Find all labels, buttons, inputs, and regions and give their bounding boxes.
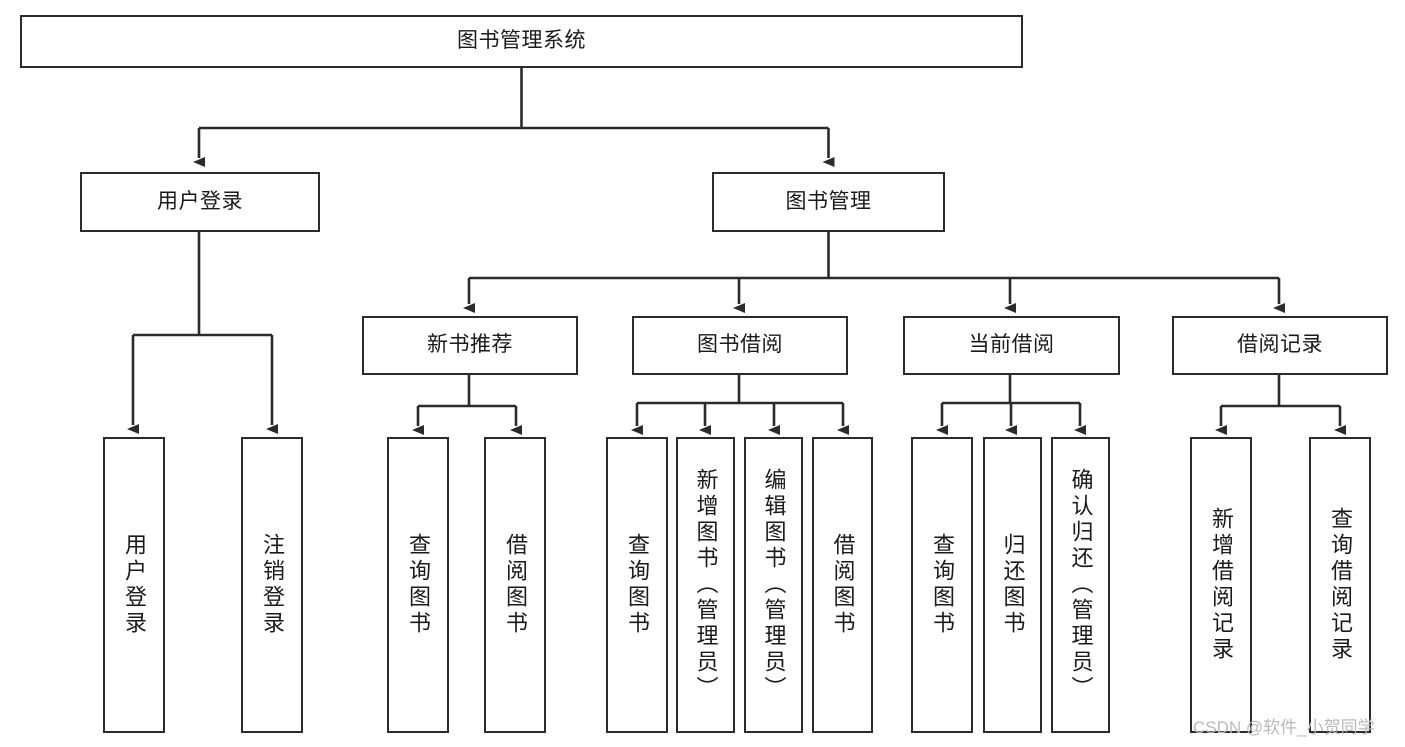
node-leaf-borrow-book-2[interactable]: 借阅图书 <box>812 437 873 733</box>
node-leaf-confirm-return-label: 确认归还（管理员） <box>1068 468 1094 702</box>
node-leaf-query-book-1[interactable]: 查询图书 <box>387 437 449 733</box>
node-leaf-query-book-3[interactable]: 查询图书 <box>911 437 973 733</box>
node-user-login-label: 用户登录 <box>157 189 243 213</box>
node-borrow-record[interactable]: 借阅记录 <box>1172 316 1388 375</box>
node-leaf-add-book-label: 新增图书（管理员） <box>693 468 719 702</box>
node-leaf-add-record-label: 新增借阅记录 <box>1208 507 1234 663</box>
node-user-login[interactable]: 用户登录 <box>80 172 320 232</box>
node-new-book-recommend-label: 新书推荐 <box>427 333 513 357</box>
node-book-borrow[interactable]: 图书借阅 <box>632 316 848 375</box>
node-leaf-borrow-book-1[interactable]: 借阅图书 <box>484 437 546 733</box>
node-current-borrow-label: 当前借阅 <box>968 333 1055 357</box>
node-book-borrow-label: 图书借阅 <box>697 333 783 357</box>
node-leaf-borrow-book-2-label: 借阅图书 <box>830 533 856 637</box>
node-leaf-query-record[interactable]: 查询借阅记录 <box>1309 437 1371 733</box>
node-leaf-logout-label: 注销登录 <box>259 533 285 637</box>
node-leaf-user-login[interactable]: 用户登录 <box>103 437 165 733</box>
node-leaf-add-record[interactable]: 新增借阅记录 <box>1190 437 1252 733</box>
node-new-book-recommend[interactable]: 新书推荐 <box>362 316 578 375</box>
node-leaf-return-book-label: 归还图书 <box>1000 533 1026 637</box>
node-leaf-query-book-2[interactable]: 查询图书 <box>606 437 668 733</box>
node-leaf-edit-book[interactable]: 编辑图书（管理员） <box>744 437 803 733</box>
node-root-label: 图书管理系统 <box>457 29 586 53</box>
node-leaf-query-book-1-label: 查询图书 <box>405 533 431 637</box>
node-book-manage[interactable]: 图书管理 <box>712 172 945 232</box>
node-leaf-add-book[interactable]: 新增图书（管理员） <box>676 437 735 733</box>
node-leaf-logout[interactable]: 注销登录 <box>241 437 303 733</box>
node-leaf-query-record-label: 查询借阅记录 <box>1327 507 1353 663</box>
node-leaf-confirm-return[interactable]: 确认归还（管理员） <box>1051 437 1110 733</box>
node-current-borrow[interactable]: 当前借阅 <box>903 316 1120 375</box>
node-root-system[interactable]: 图书管理系统 <box>20 15 1023 68</box>
node-book-manage-label: 图书管理 <box>785 189 872 213</box>
node-leaf-edit-book-label: 编辑图书（管理员） <box>761 468 787 702</box>
node-leaf-query-book-2-label: 查询图书 <box>624 533 650 637</box>
node-borrow-record-label: 借阅记录 <box>1237 333 1323 357</box>
node-leaf-return-book[interactable]: 归还图书 <box>983 437 1042 733</box>
watermark-text: CSDN @软件_小贺同学 <box>1193 718 1375 737</box>
node-leaf-borrow-book-1-label: 借阅图书 <box>502 533 528 637</box>
node-leaf-user-login-label: 用户登录 <box>121 533 147 637</box>
node-leaf-query-book-3-label: 查询图书 <box>929 533 955 637</box>
